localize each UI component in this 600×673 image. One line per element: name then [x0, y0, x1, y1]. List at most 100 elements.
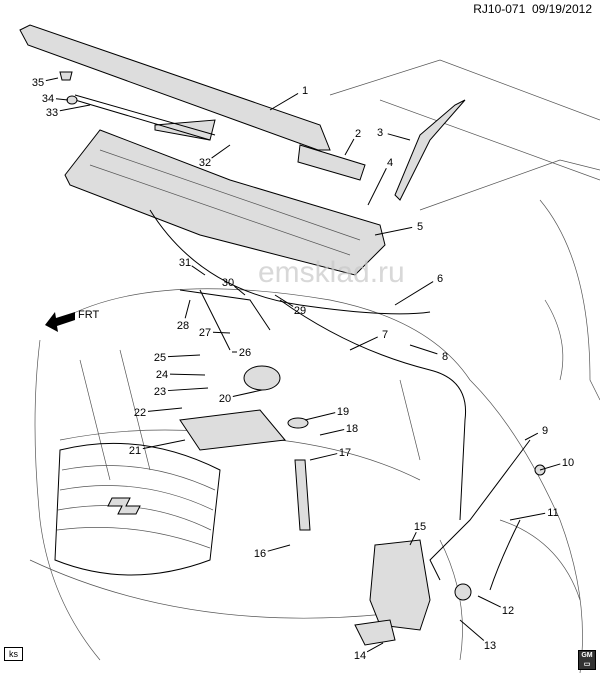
callout-number: 8: [442, 351, 448, 363]
callout-number: 7: [382, 329, 388, 341]
front-label: FRT: [78, 309, 99, 321]
callout-number: 24: [156, 369, 168, 381]
callout-number: 33: [46, 107, 58, 119]
callout-2: 2: [344, 128, 361, 156]
leader-line: [477, 595, 501, 608]
callout-number: 12: [502, 605, 514, 617]
callout-number: 21: [129, 445, 141, 457]
callout-14: 14: [354, 642, 384, 662]
leader-line: [169, 373, 206, 376]
leader-line: [524, 432, 539, 441]
callout-20: 20: [219, 389, 263, 405]
leader-line: [267, 544, 291, 552]
callout-number: 6: [437, 273, 443, 285]
leader-line: [304, 412, 336, 421]
callout-number: 5: [417, 221, 423, 233]
leader-line: [211, 144, 231, 159]
callout-number: 1: [302, 85, 308, 97]
leader-line: [459, 619, 485, 641]
callout-number: 14: [354, 650, 366, 662]
leader-line: [374, 226, 413, 236]
callout-25: 25: [154, 352, 201, 364]
callout-16: 16: [254, 544, 291, 560]
leader-line: [509, 512, 546, 521]
callout-number: 23: [154, 386, 166, 398]
callout-number: 10: [562, 457, 574, 469]
front-direction-arrow: FRT: [45, 309, 99, 332]
diagram-header: RJ10-071 09/19/2012: [473, 2, 592, 16]
callout-29: 29: [274, 294, 306, 317]
callout-12: 12: [477, 595, 514, 617]
callout-number: 25: [154, 352, 166, 364]
wiper-motor-and-reservoir: [59, 71, 546, 646]
leader-line: [184, 299, 191, 319]
leader-line: [59, 104, 91, 112]
vehicle-outline: [29, 59, 600, 673]
leader-line: [366, 642, 384, 653]
callout-34: 34: [42, 93, 69, 105]
leader-line: [387, 133, 411, 141]
diagram-date: 09/19/2012: [531, 2, 592, 16]
callout-7: 7: [349, 329, 388, 351]
callout-number: 31: [179, 257, 191, 269]
callout-number: 20: [219, 393, 231, 405]
leader-line: [367, 168, 387, 206]
leader-line: [167, 387, 209, 392]
leader-line: [274, 294, 294, 307]
callout-number: 15: [414, 521, 426, 533]
callout-number: 16: [254, 548, 266, 560]
leader-line: [319, 429, 345, 436]
leader-line: [142, 439, 186, 450]
callout-18: 18: [319, 423, 358, 436]
leader-line: [234, 285, 246, 296]
callout-number: 9: [542, 425, 548, 437]
callout-35: 35: [32, 77, 59, 89]
gm-logo: GM▭: [578, 650, 596, 670]
callout-22: 22: [134, 407, 183, 419]
callout-27: 27: [199, 327, 231, 339]
leader-line: [45, 77, 59, 82]
callout-number: 35: [32, 77, 44, 89]
callout-32: 32: [199, 144, 231, 169]
callout-number: 32: [199, 157, 211, 169]
callout-number: 11: [547, 507, 558, 519]
callout-3: 3: [377, 127, 411, 141]
callout-21: 21: [129, 439, 186, 457]
callout-number: 34: [42, 93, 54, 105]
leader-line: [409, 344, 438, 355]
callout-number: 28: [177, 320, 189, 332]
callout-number: 4: [387, 157, 393, 169]
callout-number: 29: [294, 305, 306, 317]
leader-line: [309, 453, 338, 461]
callout-10: 10: [539, 457, 574, 471]
callout-24: 24: [156, 369, 206, 381]
callout-number: 2: [355, 128, 361, 140]
callout-number: 3: [377, 127, 383, 139]
cowl-panels: [19, 24, 531, 591]
diagram-code: RJ10-071: [473, 2, 526, 16]
leader-line: [212, 331, 231, 334]
leader-line: [349, 336, 378, 351]
callout-19: 19: [304, 406, 349, 421]
callout-8: 8: [409, 344, 448, 363]
callout-30: 30: [222, 277, 246, 296]
callout-28: 28: [177, 299, 191, 332]
callout-11: 11: [509, 507, 559, 521]
callout-9: 9: [524, 425, 548, 441]
watermark: emsklad.ru: [258, 256, 405, 289]
leader-line: [147, 407, 183, 412]
callout-number: 19: [337, 406, 349, 418]
callout-number: 30: [222, 277, 234, 289]
leader-line: [167, 354, 201, 358]
callout-number: 18: [346, 423, 358, 435]
callout-number: 26: [239, 347, 251, 359]
leader-line: [232, 389, 263, 398]
callout-4: 4: [367, 157, 393, 206]
callout-13: 13: [459, 619, 496, 652]
leader-line: [344, 138, 355, 156]
callout-1: 1: [269, 85, 308, 111]
leader-line: [269, 93, 299, 111]
leader-line: [409, 531, 417, 546]
